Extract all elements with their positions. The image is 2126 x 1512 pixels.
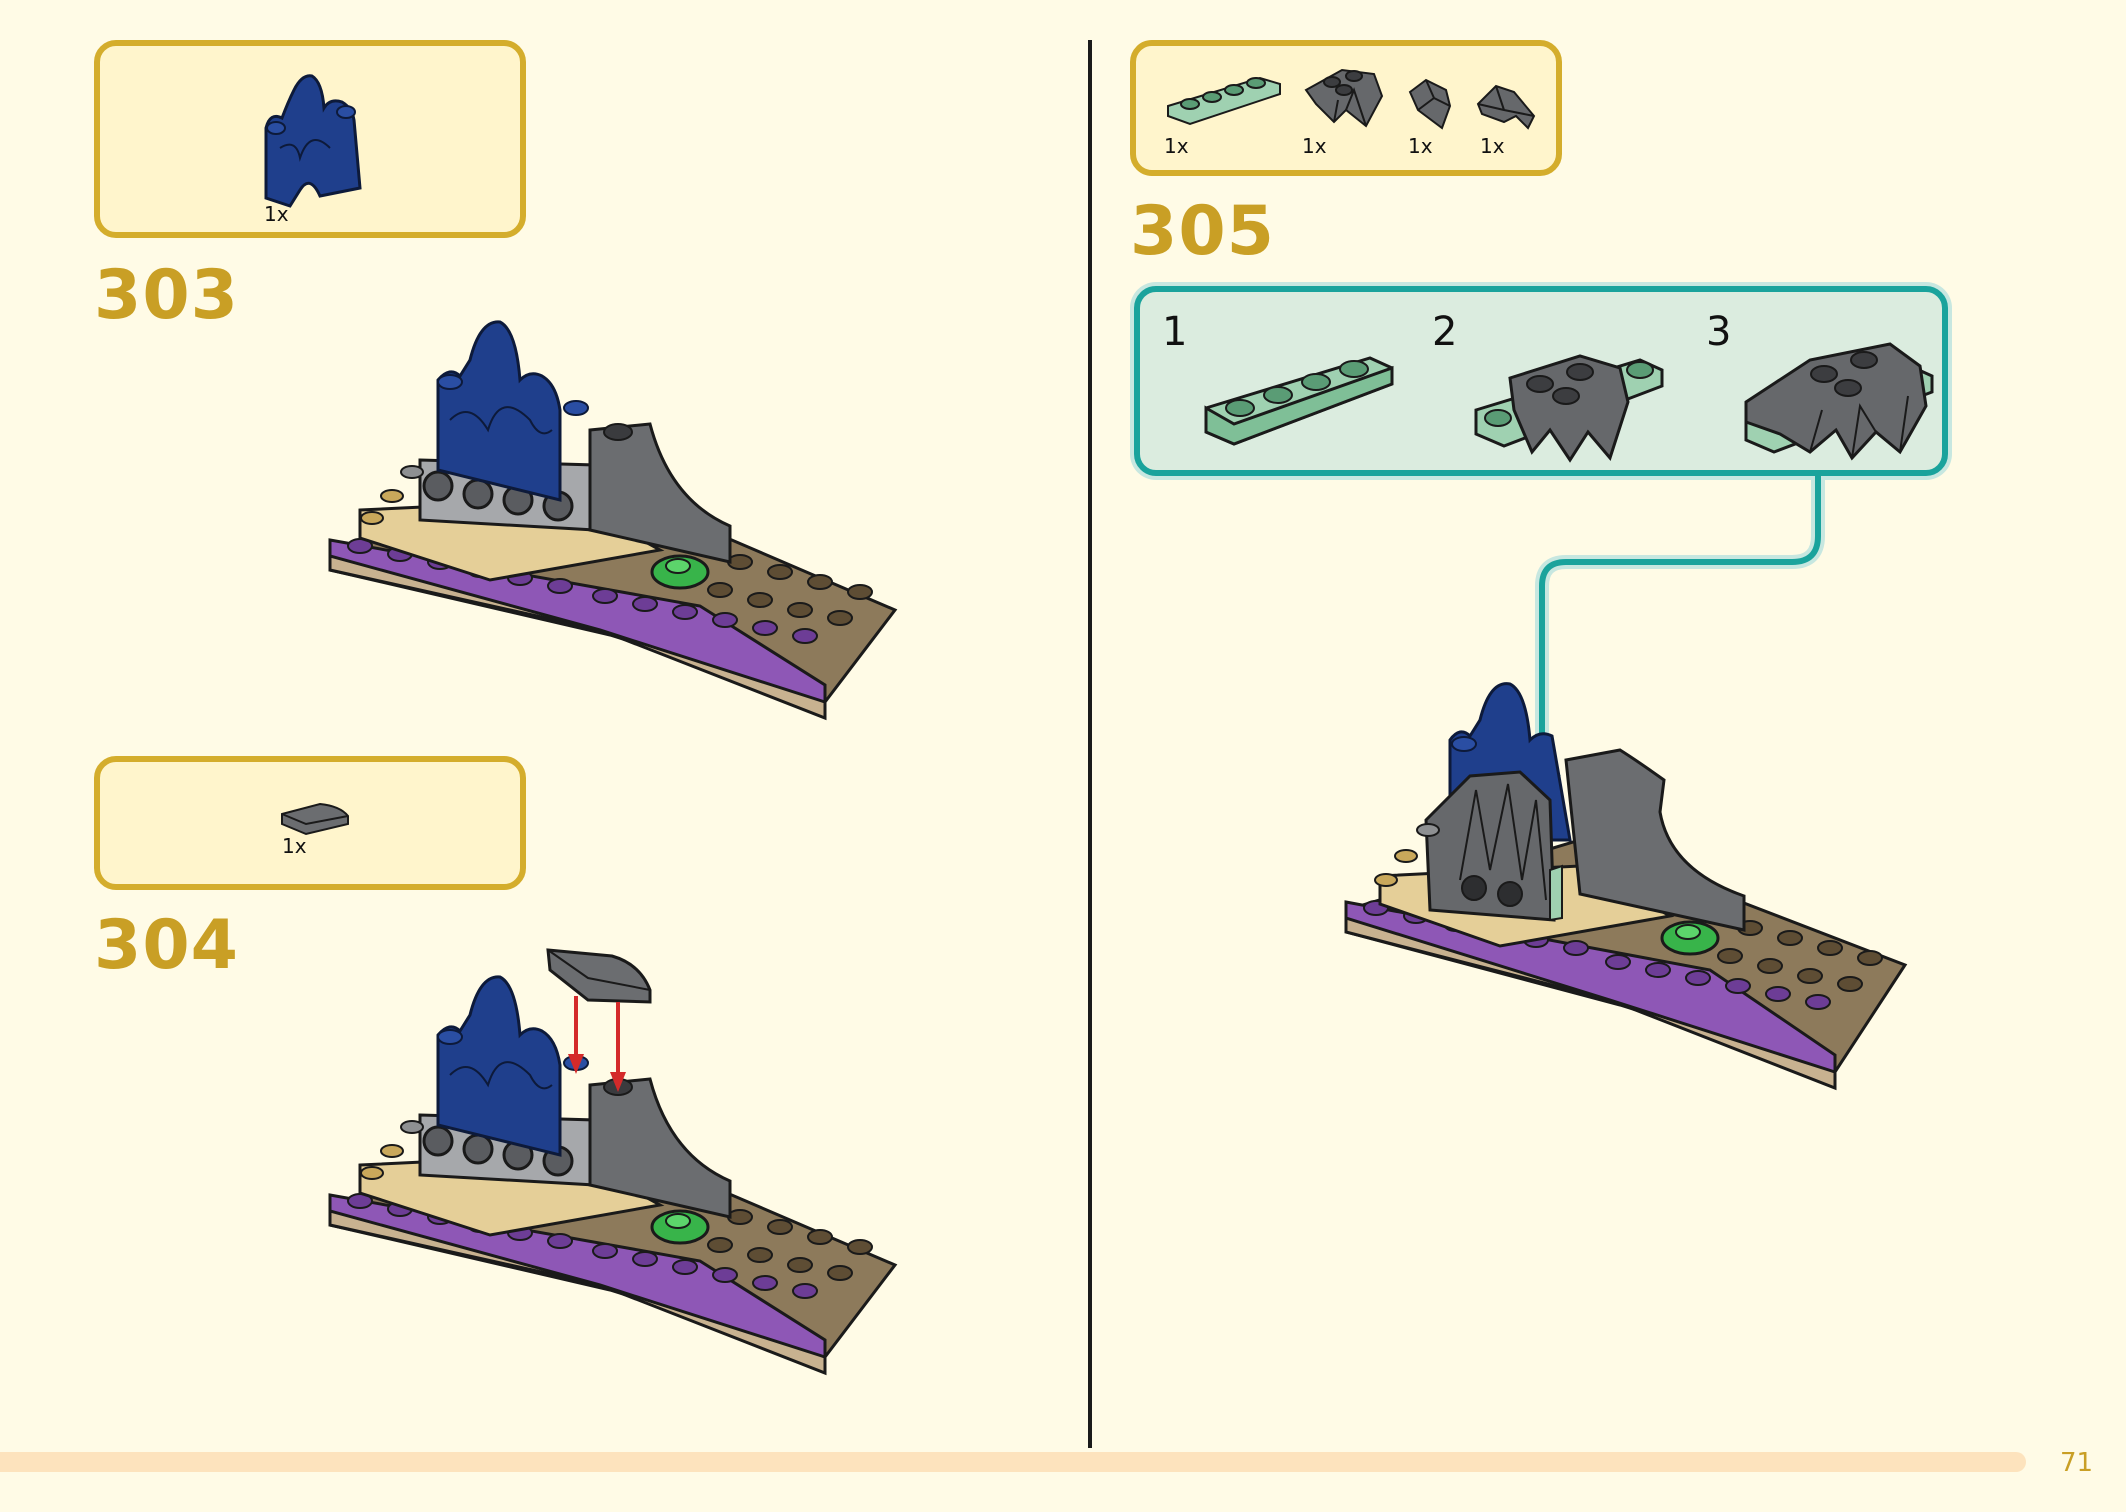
- substep-1-plate: [1204, 356, 1394, 446]
- dark-gray-small-wedge-icon: [1408, 78, 1452, 130]
- dark-gray-tooth-plate-icon: [1476, 84, 1536, 130]
- step-number-303: 303: [94, 256, 239, 335]
- step-number-304: 304: [94, 906, 239, 985]
- part-qty: 1x: [1408, 134, 1433, 158]
- substep-number-3: 3: [1706, 309, 1732, 355]
- footer-bar: [0, 1452, 2026, 1472]
- substep-number-1: 1: [1162, 309, 1188, 355]
- dark-gray-rock-wing-icon: [1304, 68, 1384, 128]
- dark-gray-curved-slope-icon: [281, 802, 349, 836]
- sub-assembly-panel: 1 2 3: [1134, 286, 1948, 476]
- parts-callout-303: 1x: [94, 40, 526, 238]
- part-qty: 1x: [1480, 134, 1505, 158]
- substep-number-2: 2: [1432, 309, 1458, 355]
- part-qty: 1x: [282, 834, 307, 858]
- model-step-304: [328, 948, 898, 1376]
- page-divider: [1088, 40, 1092, 1448]
- parts-callout-304: 1x: [94, 756, 526, 890]
- part-qty: 1x: [1164, 134, 1189, 158]
- part-qty: 1x: [1302, 134, 1327, 158]
- parts-callout-305: 1x 1x 1x 1x: [1130, 40, 1562, 176]
- substep-3-assembly: [1744, 342, 1934, 461]
- part-qty: 1x: [264, 202, 289, 226]
- model-step-305: [1344, 682, 1908, 1091]
- sand-green-plate-1x4-icon: [1167, 76, 1281, 126]
- model-step-303: [328, 320, 898, 721]
- page-number: 71: [2060, 1448, 2094, 1478]
- blue-rock-panel-icon: [264, 74, 362, 208]
- step-number-305: 305: [1130, 192, 1275, 271]
- substep-2-assembly: [1474, 354, 1664, 463]
